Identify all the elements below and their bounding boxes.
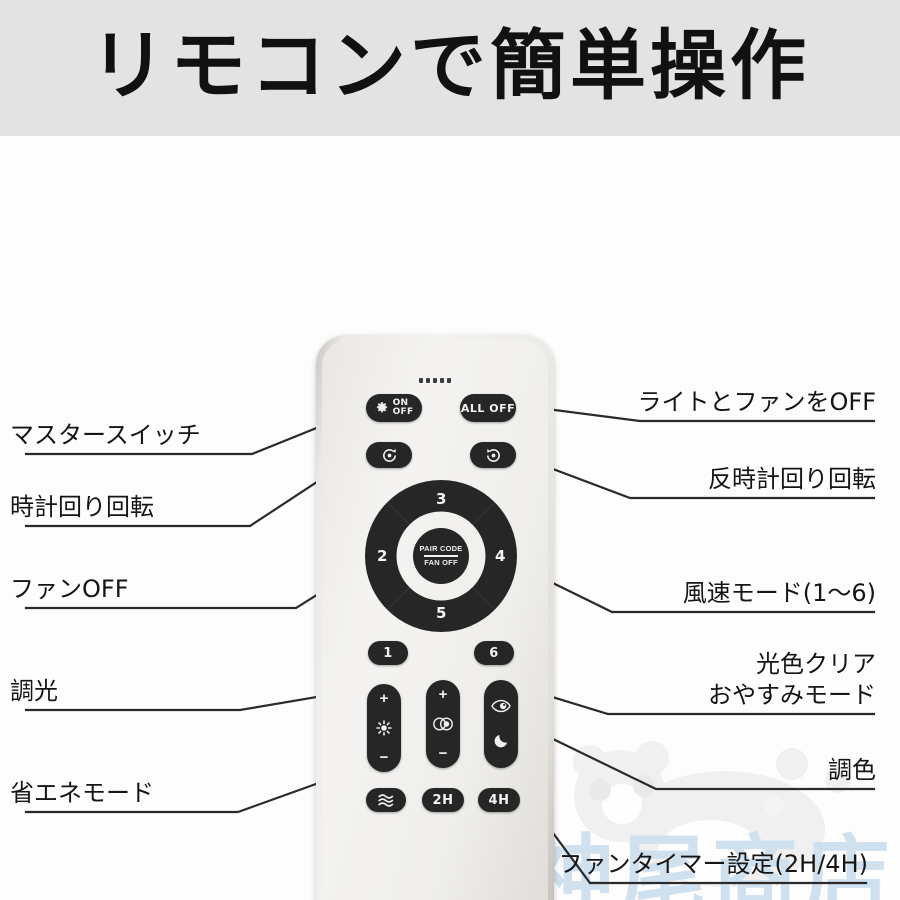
rotate-clockwise-button[interactable] xyxy=(366,442,412,468)
timer-4h-label: 4H xyxy=(488,792,510,808)
fan-speed-1-label: 1 xyxy=(383,645,393,661)
fan-speed-6-button[interactable]: 6 xyxy=(474,641,514,665)
diagram-area: 神尾商店 xyxy=(0,136,900,900)
rotate-counterclockwise-button[interactable] xyxy=(470,442,516,468)
pair-code-fan-off-button[interactable]: PAIR CODE FAN OFF xyxy=(413,528,469,584)
pair-code-label: PAIR CODE xyxy=(419,544,463,554)
callout-counterclockwise-rotation: 反時計回り回転 xyxy=(708,465,876,493)
all-off-button[interactable]: ALL OFF xyxy=(460,394,516,422)
fan-speed-dpad: 3 5 2 4 PAIR CODE FAN OFF xyxy=(365,480,517,632)
eco-mode-button[interactable] xyxy=(366,788,406,812)
callout-clockwise-rotation: 時計回り回転 xyxy=(10,493,154,521)
dpad-segments xyxy=(365,480,517,632)
callout-fan-off: ファンOFF xyxy=(10,575,129,603)
dimmer-minus-label[interactable]: − xyxy=(379,749,389,766)
callout-eco-mode: 省エネモード xyxy=(10,779,154,807)
all-off-label: ALL OFF xyxy=(460,401,516,415)
power-on-off-button[interactable]: ON OFF xyxy=(366,394,422,422)
fan-off-label: FAN OFF xyxy=(424,557,458,567)
remote-control: ON OFF ALL OFF xyxy=(316,335,554,900)
color-temp-icon xyxy=(433,717,453,731)
callout-fan-speed-mode: 風速モード(1〜6) xyxy=(682,579,876,607)
fan-speed-5-label[interactable]: 5 xyxy=(436,604,447,622)
cct-minus-label[interactable]: − xyxy=(438,745,448,762)
header-band: リモコンで簡単操作 xyxy=(0,0,900,136)
callout-dimming: 調光 xyxy=(10,677,58,705)
remote-face: ON OFF ALL OFF xyxy=(322,340,548,900)
fan-speed-2-label[interactable]: 2 xyxy=(377,547,388,565)
callout-light-modes: 光色クリア おやすみモード xyxy=(708,649,876,711)
rotate-counterclockwise-icon xyxy=(486,448,500,462)
cct-plus-label[interactable]: + xyxy=(438,686,448,703)
timer-2h-label: 2H xyxy=(432,792,454,808)
callout-light-and-fan-off: ライトとファンをOFF xyxy=(637,388,877,416)
callout-sleep-mode-line: おやすみモード xyxy=(708,681,876,709)
fan-speed-6-label: 6 xyxy=(489,645,499,661)
callout-color-temperature: 調色 xyxy=(828,756,876,784)
fan-speed-1-button[interactable]: 1 xyxy=(368,641,408,665)
callout-clear-light-line: 光色クリア xyxy=(756,650,876,678)
fan-speed-4-label[interactable]: 4 xyxy=(495,547,506,565)
dimmer-plus-label[interactable]: + xyxy=(379,690,389,707)
timer-2h-button[interactable]: 2H xyxy=(422,788,464,812)
light-mode-button[interactable] xyxy=(484,680,518,768)
color-temperature-button[interactable]: + − xyxy=(426,680,460,768)
sun-icon xyxy=(376,720,392,736)
fan-speed-3-label[interactable]: 3 xyxy=(436,490,447,508)
callout-fan-timer: ファンタイマー設定(2H/4H) xyxy=(558,850,868,878)
wave-lines-icon xyxy=(377,793,393,807)
power-on-label: ON xyxy=(392,398,409,408)
ir-led-dots xyxy=(419,378,451,383)
callout-master-switch: マスタースイッチ xyxy=(10,421,201,449)
gear-icon xyxy=(376,402,387,413)
rotate-clockwise-icon xyxy=(382,448,396,462)
dimmer-button[interactable]: + − xyxy=(367,684,401,772)
power-off-label: OFF xyxy=(392,407,414,417)
clear-light-icon xyxy=(491,699,511,712)
page-title: リモコンで簡単操作 xyxy=(90,21,810,110)
divider xyxy=(424,555,458,557)
moon-icon xyxy=(494,735,507,748)
timer-4h-button[interactable]: 4H xyxy=(478,788,520,812)
